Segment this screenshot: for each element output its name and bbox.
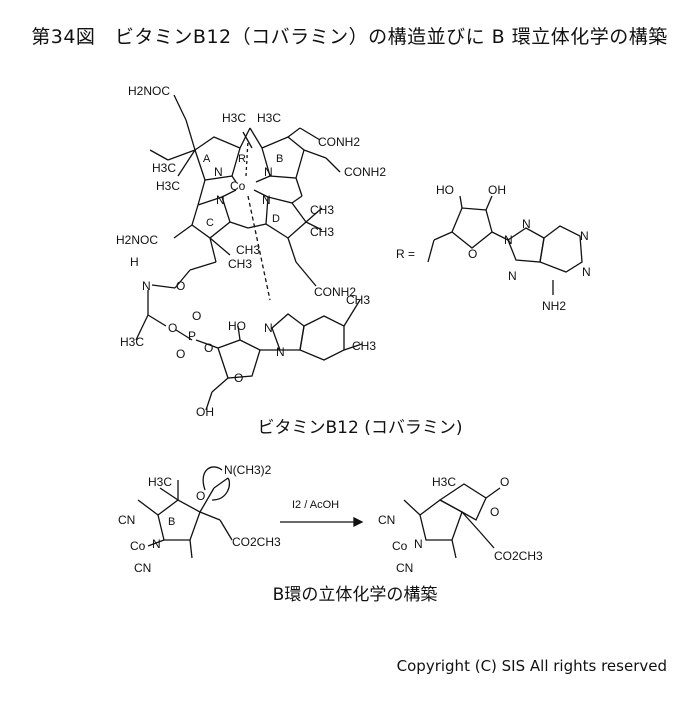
label-o-2: O <box>192 309 201 323</box>
label-ring-a: A <box>203 153 211 165</box>
label-ring-r: R <box>238 153 246 165</box>
label-n-b: N <box>264 165 273 179</box>
label-cn-s1a: CN <box>118 513 135 527</box>
label-cn-s2a: CN <box>378 513 395 527</box>
label-h3c-loop: H3C <box>120 335 144 349</box>
label-o-3: O <box>176 347 185 361</box>
ring-b-bonds <box>261 136 305 179</box>
label-o-adenosyl: O <box>468 247 477 261</box>
label-o-4: O <box>204 341 213 355</box>
label-ring-b: B <box>276 153 283 165</box>
label-r-equals: R = <box>396 247 415 261</box>
label-nme2: N(CH3)2 <box>224 463 272 477</box>
label-ch3-d2: CH3 <box>310 225 334 239</box>
page-title: 第34図 ビタミンB12（コバラミン）の構造並びに B 環立体化学の構築 <box>31 26 668 48</box>
label-o-ribose: O <box>234 371 243 385</box>
label-o-s2a: O <box>500 475 509 489</box>
label-n3: N <box>508 269 517 283</box>
label-ch3-bz2: CH3 <box>352 339 376 353</box>
label-o-s2b: O <box>490 505 499 519</box>
label-conh2-3: CONH2 <box>314 285 356 299</box>
copyright-notice: Copyright (C) SIS All rights reserved <box>396 657 667 675</box>
label-ring-d: D <box>272 213 280 225</box>
label-ring-c: C <box>206 217 214 229</box>
label-h3c-3: H3C <box>152 161 176 175</box>
label-n-6: N <box>582 265 591 279</box>
label-n9: N <box>504 233 513 247</box>
caption-vitamin-b12: ビタミンB12 (コバラミン) <box>257 418 463 438</box>
label-conh2-2: CONH2 <box>344 165 386 179</box>
label-n-s2: N <box>414 537 423 551</box>
label-co2ch3-s2: CO2CH3 <box>494 549 543 563</box>
label-n-s1: N <box>152 537 161 551</box>
label-o-1: O <box>168 321 177 335</box>
caption-b-ring: B環の立体化学の構築 <box>272 585 438 605</box>
reagent-label: I2 / AcOH <box>292 499 339 511</box>
label-n-a: N <box>214 165 223 179</box>
label-co2ch3-s1: CO2CH3 <box>232 535 281 549</box>
label-cn-s2b: CN <box>396 561 413 575</box>
label-n7: N <box>522 217 531 231</box>
label-n-amide: N <box>142 279 151 293</box>
label-n-bz2: N <box>276 345 285 359</box>
label-cobalt: Co <box>230 179 246 193</box>
label-p: P <box>188 329 196 343</box>
label-h2noc-left: H2NOC <box>116 233 158 247</box>
label-ho-adenosyl: HO <box>436 183 454 197</box>
label-ring-b-s1: B <box>168 516 175 528</box>
label-co-s1: Co <box>130 539 146 553</box>
label-h3c-s1: H3C <box>148 475 172 489</box>
ring-d-bonds <box>265 196 307 239</box>
label-h: H <box>130 255 139 269</box>
ring-c-bonds <box>191 196 231 239</box>
label-o-s1: O <box>196 489 205 503</box>
label-ho-ribose: HO <box>228 319 246 333</box>
label-h3c-2: H3C <box>257 111 281 125</box>
label-conh2-1: CONH2 <box>318 135 360 149</box>
label-co-s2: Co <box>392 539 408 553</box>
label-h3c-1: H3C <box>222 111 246 125</box>
label-n-d: N <box>262 193 271 207</box>
label-h3c-4: H3C <box>156 179 180 193</box>
label-ch3-c2: CH3 <box>228 257 252 271</box>
label-oh-ribose: OH <box>196 405 214 419</box>
label-n-bz1: N <box>264 321 273 335</box>
label-h2noc-top: H2NOC <box>128 84 170 98</box>
label-cn-s1b: CN <box>134 561 151 575</box>
ring-a-bonds <box>194 136 241 181</box>
label-n-c: N <box>216 193 225 207</box>
label-h3c-s2: H3C <box>432 475 456 489</box>
label-o-amide: O <box>176 279 185 293</box>
label-n1: N <box>580 229 589 243</box>
label-ch3-c1: CH3 <box>236 243 260 257</box>
label-ch3-bz1: CH3 <box>346 293 370 307</box>
label-oh-adenosyl: OH <box>488 183 506 197</box>
label-ch3-d1: CH3 <box>310 203 334 217</box>
label-nh2-adenine: NH2 <box>542 299 566 313</box>
